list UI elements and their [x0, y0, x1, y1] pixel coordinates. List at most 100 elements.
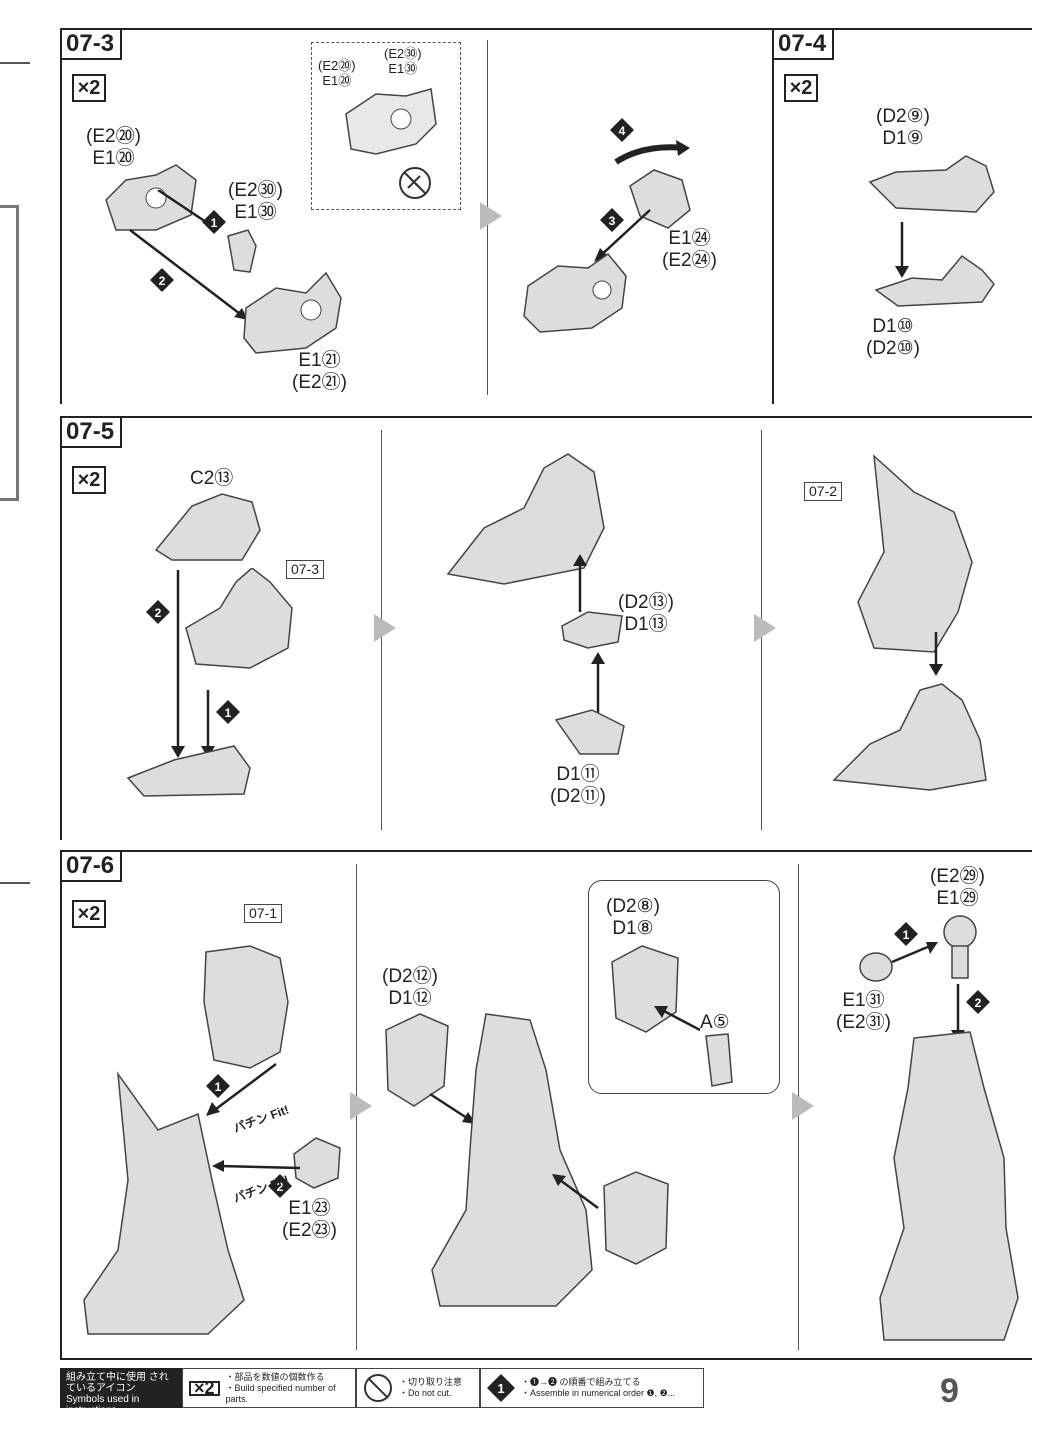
step-1-icon: 1: [216, 700, 244, 728]
part-drawing-knee-cap: [293, 1137, 341, 1189]
multiplier-badge: ×2: [72, 466, 106, 494]
assembly-arrow: [891, 942, 938, 964]
svg-text:1: 1: [215, 1080, 222, 1094]
step-1-icon: 1: [206, 1074, 234, 1102]
part-drawing-full-leg: [879, 1031, 1019, 1341]
icon-legend: 組み立て中に使用 されているアイコン Symbols used in instr…: [60, 1368, 704, 1416]
svg-text:1: 1: [225, 706, 232, 720]
svg-text:4: 4: [619, 124, 626, 138]
step-tag-07-4: 07-4: [774, 30, 835, 60]
next-step-arrow: [480, 202, 502, 230]
part-label: (D2⑫)D1⑫: [382, 966, 438, 1009]
part-drawing-leg-lower: [446, 453, 605, 585]
part-label: (E2㉚)E1㉚: [228, 180, 283, 223]
assembly-arrow: [206, 1063, 277, 1116]
step-2-icon: 2: [268, 1174, 296, 1202]
reference-tag: 07-2: [804, 482, 843, 501]
part-drawing-frame-2: [243, 271, 342, 354]
part-label: (E2㉚)E1㉚: [384, 46, 422, 76]
inset-detail-box: [311, 42, 461, 210]
legend-title: 組み立て中に使用 されているアイコン Symbols used in instr…: [60, 1368, 182, 1416]
part-label: C2⑬: [190, 468, 234, 489]
svg-text:2: 2: [155, 606, 162, 620]
row1-divider-07-4: [772, 28, 774, 404]
assembly-arrow: [573, 554, 587, 612]
row3-bottom-border: [60, 1358, 1032, 1360]
step-4-icon: 4: [610, 118, 638, 146]
page-number: 9: [940, 1372, 959, 1410]
part-drawing-d1-13: [561, 611, 623, 649]
part-label: E1㉔(E2㉔): [662, 228, 717, 271]
step-tag-07-3: 07-3: [62, 30, 123, 60]
left-edge-line-top: [0, 62, 30, 64]
part-drawing-a5: [705, 1033, 733, 1087]
left-edge-frame: [0, 205, 19, 501]
do-not-cut-icon: [399, 167, 431, 199]
part-label: (E2㉙)E1㉙: [930, 866, 985, 909]
step-1-icon: 1: [487, 1374, 515, 1402]
assembly-arrows-07-5: [171, 570, 215, 758]
reference-tag: 07-1: [244, 904, 283, 923]
part-drawing-joint: [227, 229, 257, 273]
row2-left-border: [60, 416, 62, 840]
multiplier-badge: ×2: [784, 74, 818, 102]
assembly-arrow: [654, 1006, 701, 1032]
part-drawing-d1-11: [554, 709, 625, 755]
part-label: E1㉛(E2㉛): [836, 990, 891, 1033]
assembly-arrow: [594, 209, 651, 262]
part-label: A⑤: [700, 1012, 730, 1033]
next-step-arrow: [374, 614, 396, 642]
assembly-arrow: [895, 222, 909, 278]
rotate-arrow: [614, 140, 690, 165]
part-drawing-leg-assembly: [431, 1013, 593, 1307]
svg-text:2: 2: [975, 996, 982, 1010]
svg-text:1: 1: [497, 1381, 504, 1396]
row2-top-border: [60, 416, 1032, 418]
legend-do-not-cut: ・切り取り注意・Do not cut.: [356, 1368, 480, 1408]
part-drawing-upper-leg: [857, 454, 973, 653]
assembly-arrow: [552, 1174, 599, 1210]
part-drawing-subassembly: [185, 568, 293, 669]
part-drawing-d1-10: [874, 254, 995, 307]
reference-tag: 07-3: [286, 560, 325, 579]
row3-top-border: [60, 850, 1032, 852]
part-label: (D2⑧)D1⑧: [606, 896, 660, 939]
part-drawing-e1-29: [943, 915, 977, 979]
part-label: (E2⑳)E1⑳: [86, 126, 141, 169]
assembly-arrow: [929, 632, 943, 676]
part-label: E1㉑(E2㉑): [292, 350, 347, 393]
part-drawing-assembly: [523, 252, 627, 333]
multiplier-badge: ×2: [72, 74, 106, 102]
detail-callout-bubble: [588, 880, 780, 1094]
multiplier-icon: ×2: [189, 1379, 220, 1397]
part-drawing-leg-assembly: [83, 1071, 245, 1335]
row3-left-border: [60, 850, 62, 1358]
part-label: (D2⑨)D1⑨: [876, 106, 930, 149]
part-drawing-base: [126, 745, 251, 797]
part-label: E1㉓(E2㉓): [282, 1198, 337, 1241]
row1-top-border: [60, 28, 1032, 30]
part-drawing-c2-13: [154, 493, 261, 561]
step-2-icon: 2: [150, 268, 178, 296]
part-label: (E2⑳)E1⑳: [318, 58, 356, 88]
part-label: D1⑩(D2⑩): [866, 316, 920, 359]
next-step-arrow: [792, 1092, 814, 1120]
legend-assembly-order: 1 ・❶→❷ の順番で組み立てる・Assemble in numerical o…: [480, 1368, 704, 1408]
step-1-icon: 1: [894, 922, 922, 950]
part-drawing-upper-leg: [203, 945, 289, 1069]
inset-part-drawing: [345, 88, 437, 155]
svg-text:2: 2: [277, 1180, 284, 1194]
multiplier-badge: ×2: [72, 900, 106, 928]
assembly-arrow: [212, 1160, 300, 1172]
step-1-icon: 1: [202, 210, 230, 238]
step-tag-07-6: 07-6: [62, 852, 123, 882]
part-drawing-knee-armor: [603, 1171, 669, 1265]
part-drawing-leg-lower: [832, 683, 987, 791]
assembly-arrow: [591, 652, 605, 716]
part-label: D1⑪(D2⑪): [550, 764, 606, 807]
part-drawing-d1-9: [868, 155, 995, 213]
do-not-cut-icon: [364, 1374, 392, 1402]
step-3-icon: 3: [600, 208, 628, 236]
svg-text:1: 1: [211, 216, 218, 230]
part-drawing-e1-31: [859, 952, 893, 982]
